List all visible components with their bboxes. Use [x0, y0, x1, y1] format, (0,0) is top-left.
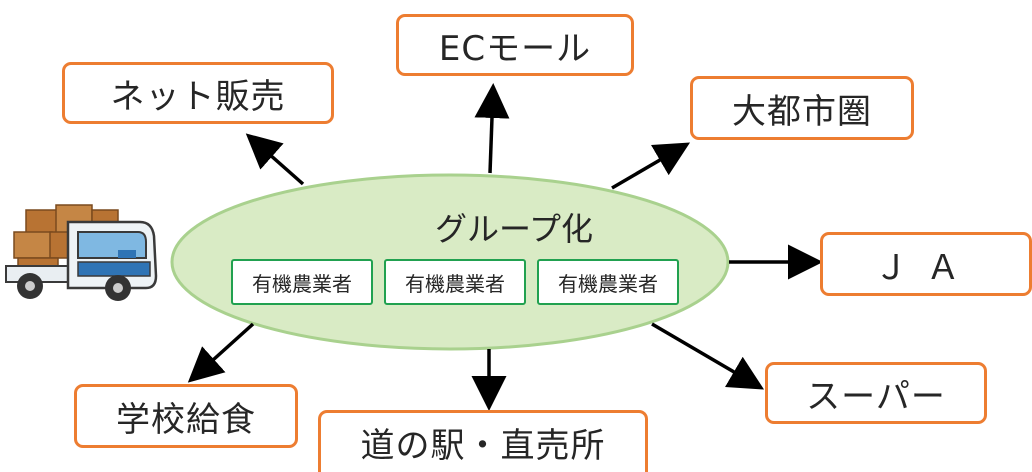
arrow-to-metro	[611, 142, 691, 190]
group-title: グループ化	[434, 210, 594, 248]
channel-net-sales: ネット販売	[62, 62, 334, 124]
member-organic-farmer-3: 有機農業者	[537, 259, 679, 305]
arrow-to-net	[245, 133, 305, 186]
channel-ja: ＪＡ	[820, 232, 1032, 296]
channel-school-lunch: 学校給食	[74, 384, 298, 448]
channel-metro-area: 大都市圏	[690, 76, 914, 140]
channel-roadside-station: 道の駅・直売所	[318, 410, 648, 472]
channel-supermarket: スーパー	[765, 362, 987, 424]
arrow-to-ec	[474, 83, 510, 174]
arrow-to-school	[187, 322, 255, 383]
member-organic-farmer-2: 有機農業者	[384, 259, 526, 305]
arrow-to-super	[651, 322, 765, 390]
member-organic-farmer-1: 有機農業者	[231, 259, 373, 305]
delivery-truck-icon	[5, 204, 158, 301]
channel-ec-mall: ECモール	[396, 14, 634, 76]
